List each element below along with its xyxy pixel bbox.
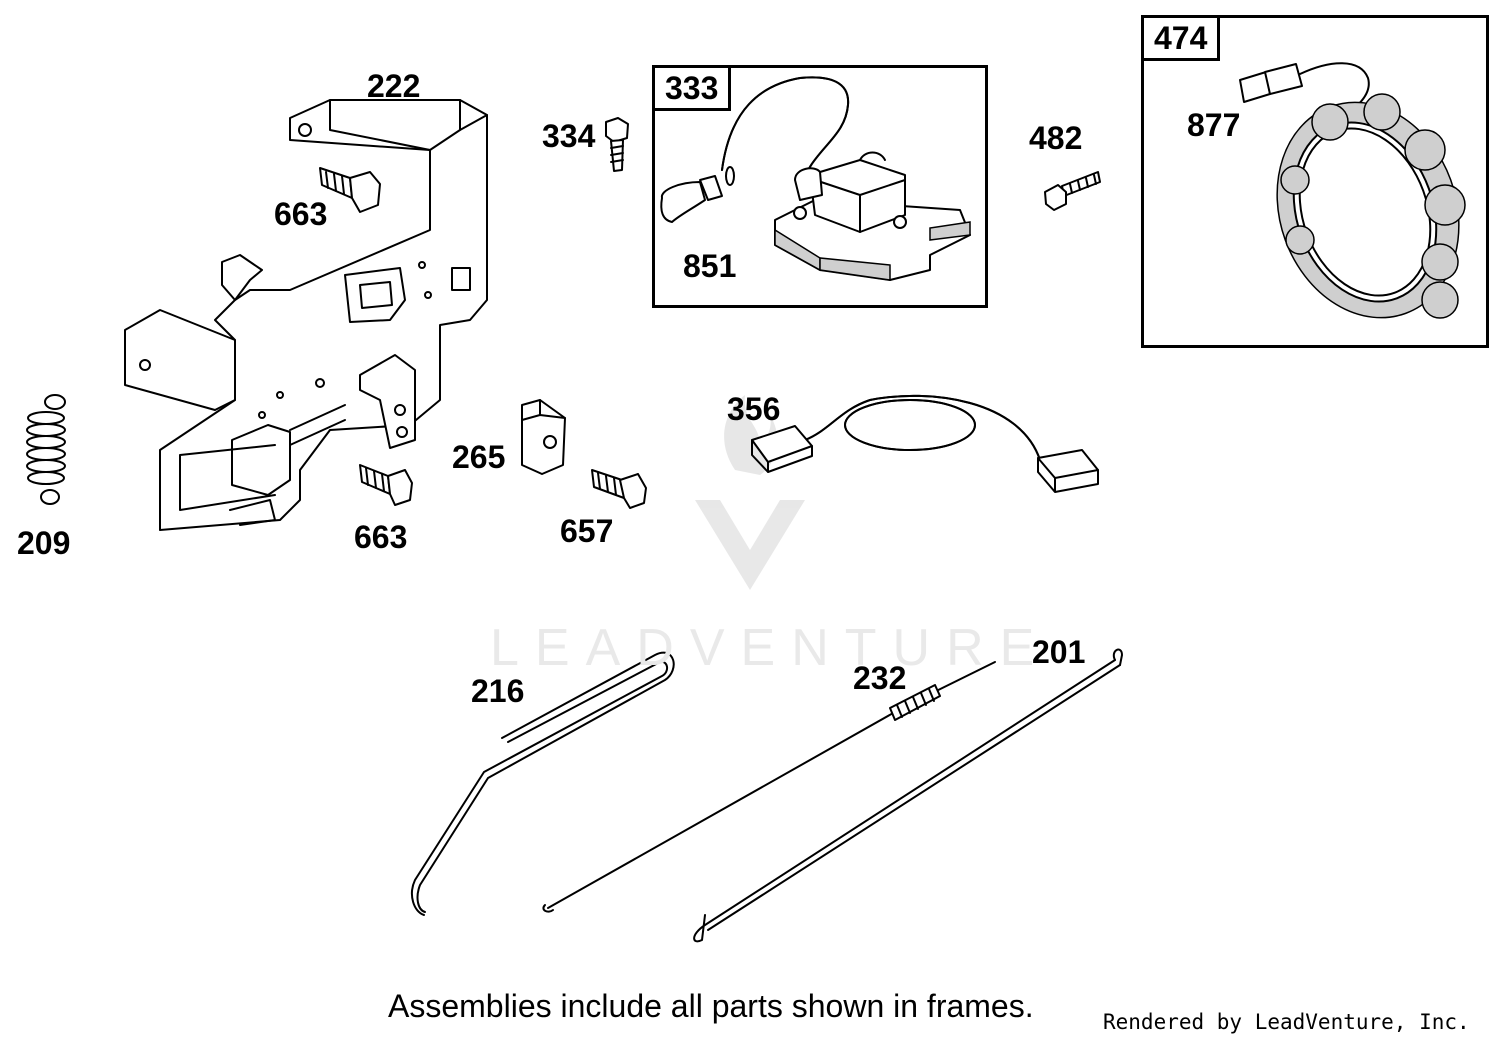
frame-474: 474: [1141, 15, 1489, 348]
link-216-drawing: [411, 651, 675, 916]
frame-474-tag[interactable]: 474: [1144, 18, 1221, 61]
screw-334-drawing: [605, 117, 629, 172]
part-label-877[interactable]: 877: [1187, 107, 1241, 143]
watermark-text: LEADVENTURE: [490, 619, 1051, 677]
clip-265-drawing: [521, 399, 566, 475]
screw-663-lower-drawing: [359, 464, 413, 506]
spring-link-232-drawing: [542, 661, 996, 913]
rendered-by-credit: Rendered by LeadVenture, Inc.: [1103, 1010, 1470, 1034]
control-bracket-drawing: [124, 99, 488, 531]
part-label-216[interactable]: 216: [471, 673, 525, 709]
part-label-209[interactable]: 209: [17, 525, 71, 561]
part-label-356[interactable]: 356: [727, 391, 781, 427]
part-label-201[interactable]: 201: [1032, 634, 1086, 670]
part-label-663-upper[interactable]: 663: [274, 196, 328, 232]
part-label-222[interactable]: 222: [367, 68, 421, 104]
part-label-232[interactable]: 232: [853, 660, 907, 696]
screw-482-drawing: [1044, 171, 1101, 211]
part-label-657[interactable]: 657: [560, 513, 614, 549]
assemblies-footnote: Assemblies include all parts shown in fr…: [388, 988, 1034, 1024]
part-label-265[interactable]: 265: [452, 439, 506, 475]
alternator-drawing: [1239, 62, 1466, 319]
screw-657-drawing: [591, 469, 647, 509]
frame-333-tag[interactable]: 333: [655, 68, 732, 111]
spring-209-drawing: [26, 394, 66, 505]
part-label-663-lower[interactable]: 663: [354, 519, 408, 555]
link-201-drawing: [693, 648, 1123, 943]
part-label-334[interactable]: 334: [542, 118, 596, 154]
frame-333: 333: [652, 65, 988, 308]
part-label-482[interactable]: 482: [1029, 120, 1083, 156]
part-label-851[interactable]: 851: [683, 248, 737, 284]
screw-663-upper-drawing: [319, 167, 381, 213]
ignition-armature-drawing: [660, 76, 971, 281]
ground-wire-drawing: [751, 394, 1099, 493]
